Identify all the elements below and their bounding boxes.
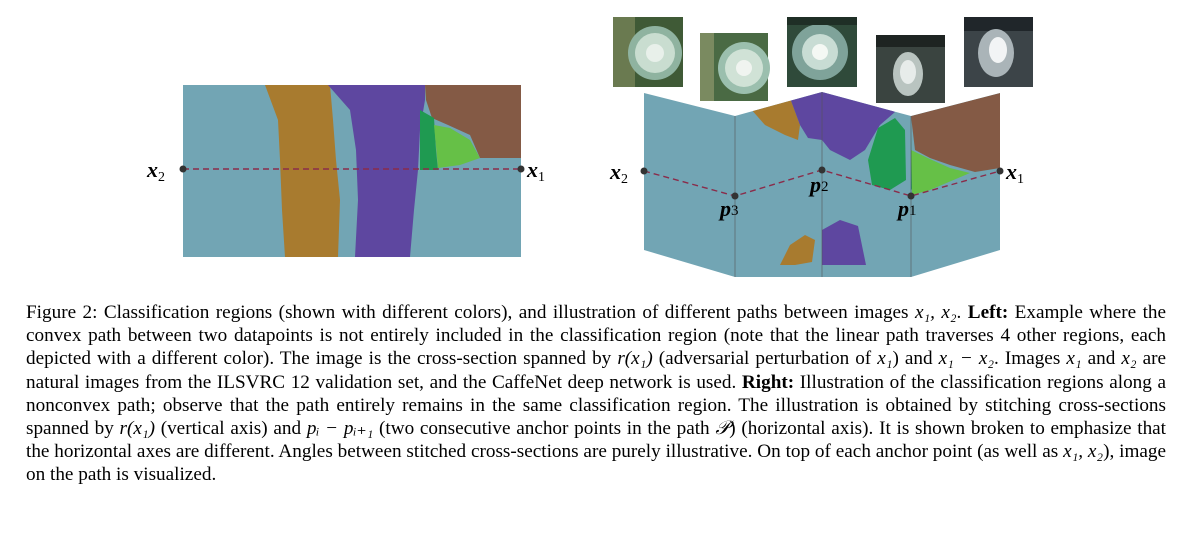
cross-section-1 <box>640 90 740 280</box>
caption-text: (two consecutive anchor points in the pa… <box>379 418 710 439</box>
caption-math: x₁ − x₂ <box>939 348 994 369</box>
caption-text: (adversarial perturbation of <box>659 348 871 369</box>
left-x1-label: x1 <box>526 157 545 185</box>
right-x1-point <box>997 168 1004 175</box>
caption-text: Classification regions (shown with diffe… <box>104 302 909 323</box>
caption-math: r(x₁) <box>617 348 652 369</box>
caption-left-label: Left: <box>968 302 1008 323</box>
thumbnail-5 <box>964 17 1033 87</box>
caption-text: . Images <box>994 348 1060 369</box>
right-x2-point <box>641 168 648 175</box>
caption-text: and <box>1088 348 1116 369</box>
thumbnail-3 <box>787 17 857 87</box>
left-x2-label: x2 <box>146 157 165 185</box>
thumbnail-1 <box>613 17 683 87</box>
left-x2-point <box>180 166 187 173</box>
caption-text: ) and <box>892 348 932 369</box>
figure-caption: Figure 2: Classification regions (shown … <box>26 301 1166 487</box>
caption-math: pᵢ − pᵢ₊₁ <box>307 418 373 439</box>
thumbnail-4 <box>876 35 945 103</box>
caption-math: x₂ <box>1121 348 1136 369</box>
right-p3-point <box>732 193 739 200</box>
thumbnail-2 <box>700 33 770 101</box>
caption-math: x₁ <box>1066 348 1081 369</box>
caption-math: r(x₁) <box>120 418 155 439</box>
caption-text: (vertical axis) and <box>161 418 301 439</box>
right-x2-label: x2 <box>609 159 628 187</box>
right-x1-label: x1 <box>1005 159 1024 187</box>
caption-math: x₁ <box>877 348 892 369</box>
caption-figure-label: Figure 2: <box>26 302 97 323</box>
cross-section-3 <box>818 88 913 280</box>
caption-math: 𝒫 <box>715 418 729 439</box>
figure-2-illustration: x1 x2 <box>0 0 1189 295</box>
caption-math: x₁, x₂ <box>915 302 957 323</box>
caption-math: x₁, x₂ <box>1063 441 1103 462</box>
left-cross-section <box>183 85 521 257</box>
caption-right-label: Right: <box>742 372 794 393</box>
left-x1-point <box>518 166 525 173</box>
